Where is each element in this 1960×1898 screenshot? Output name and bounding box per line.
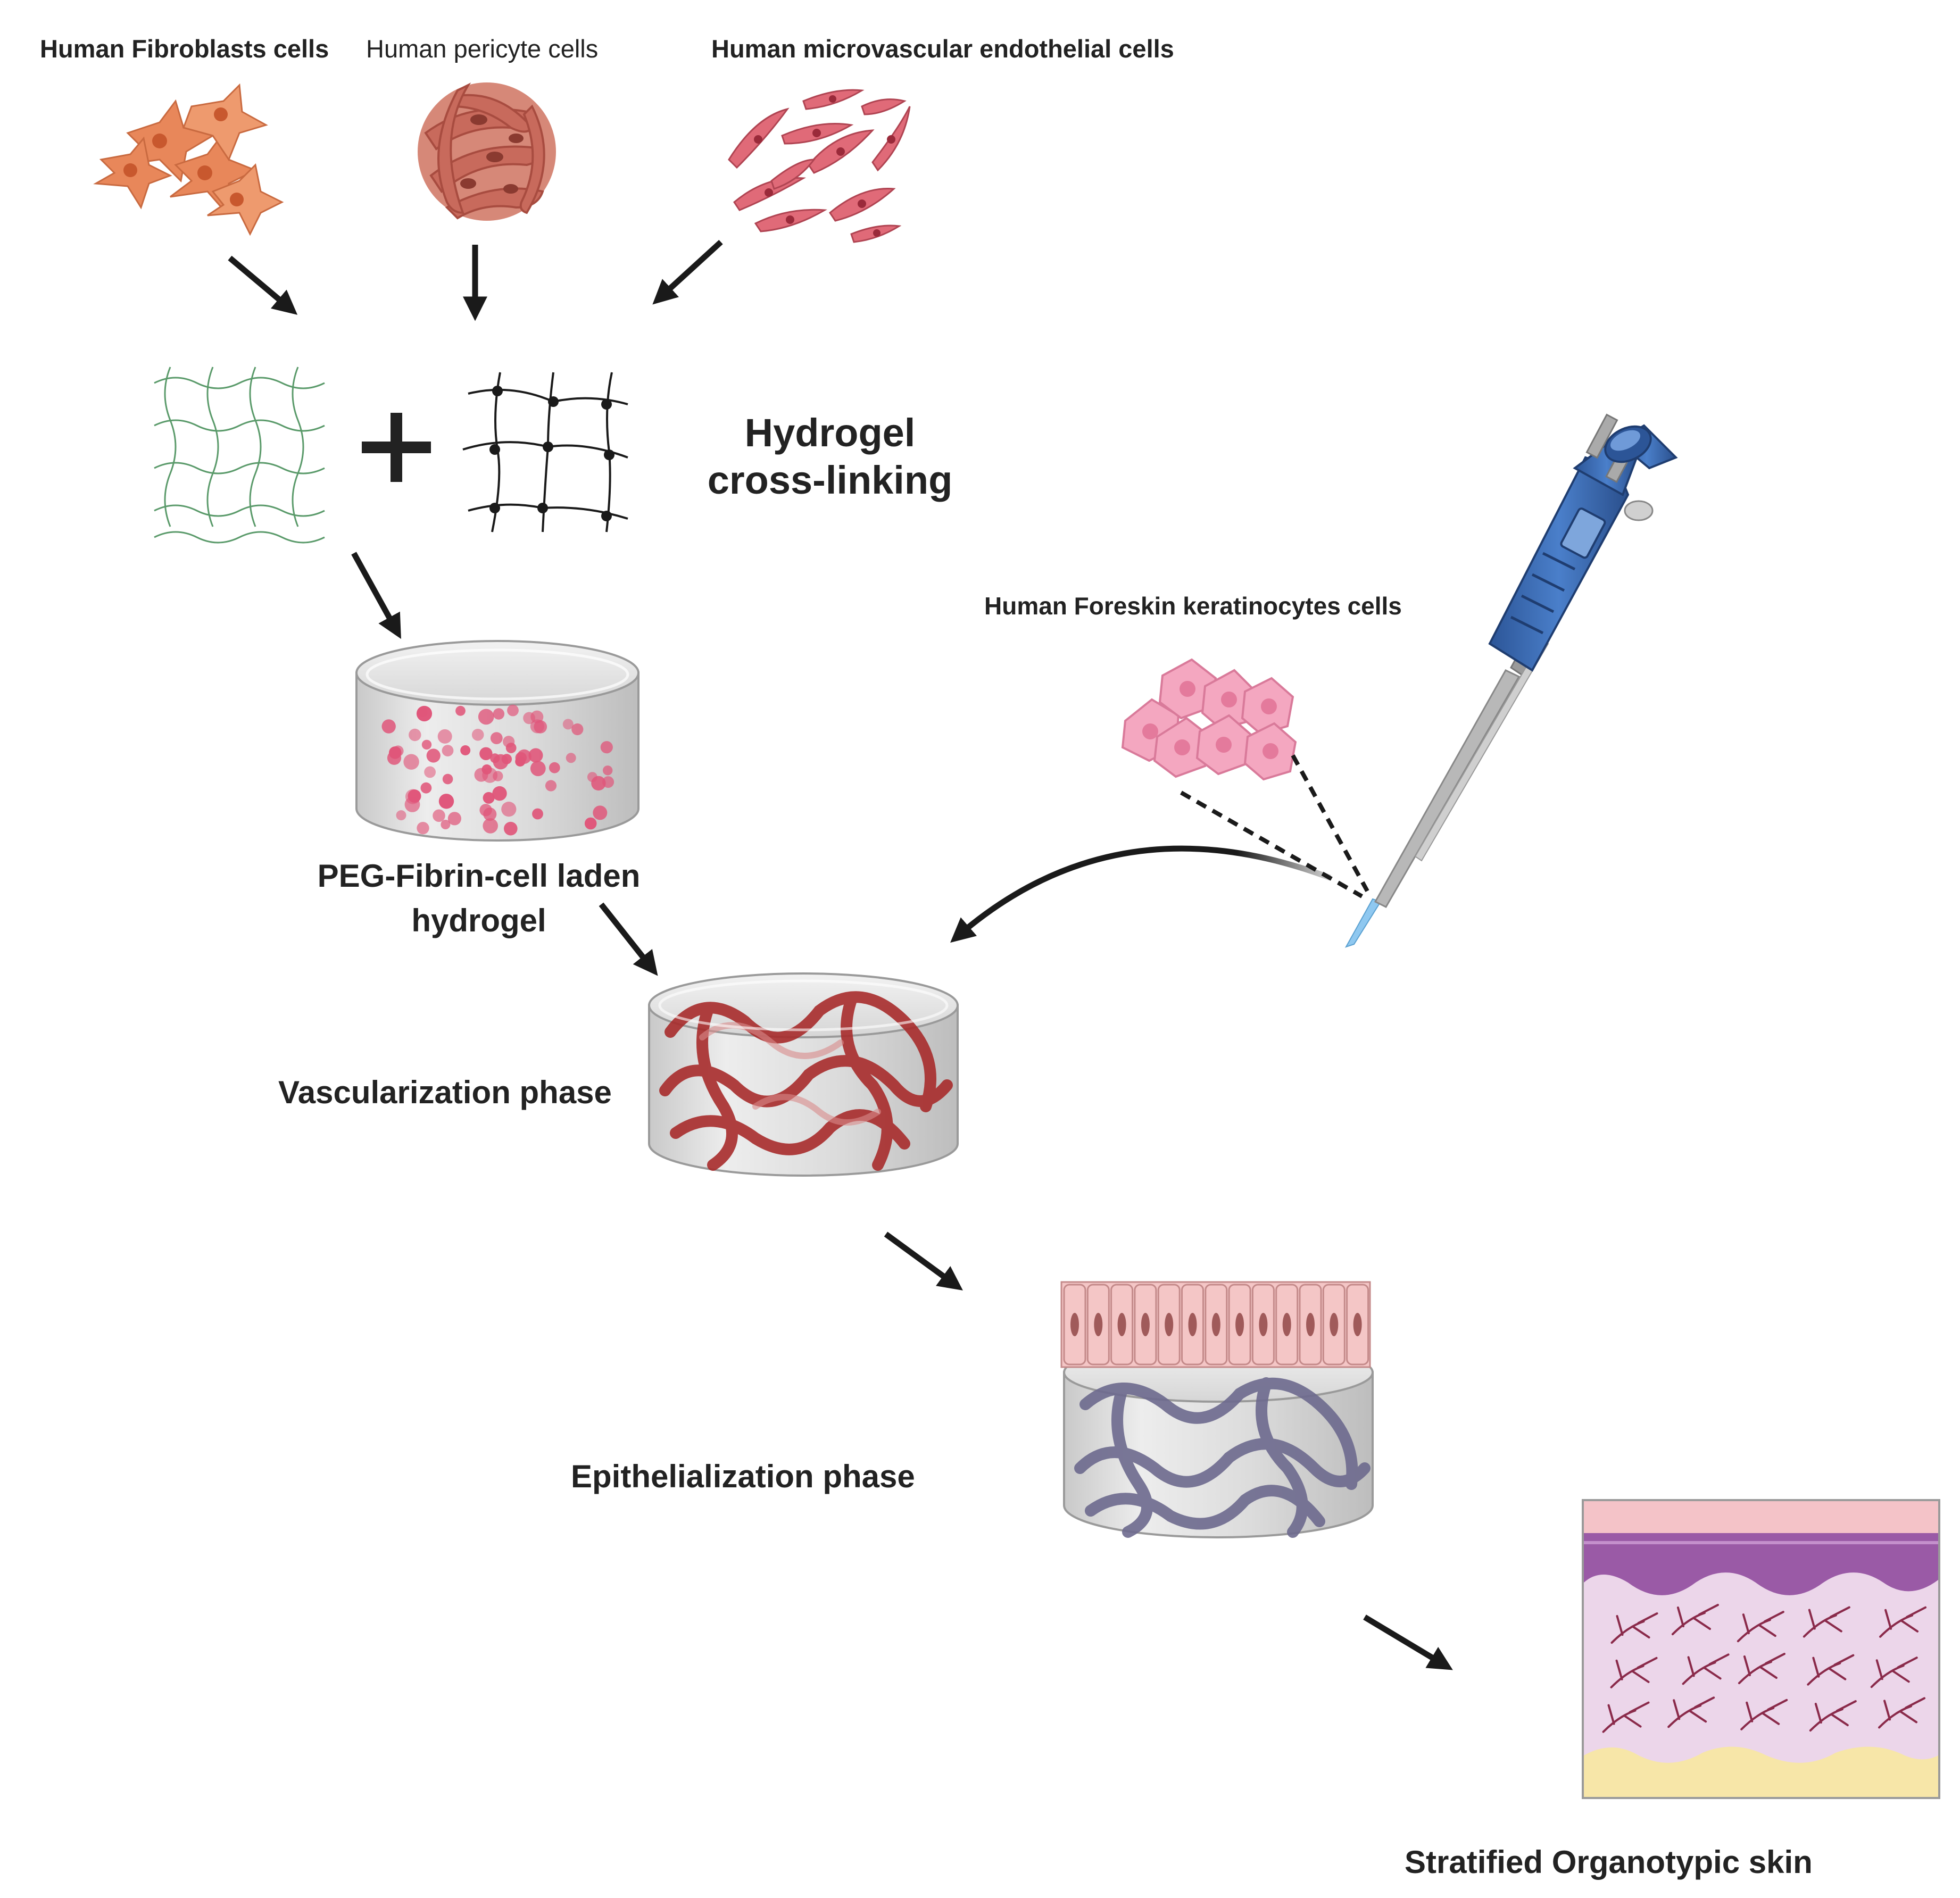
hydrogel-dish-icon xyxy=(355,640,640,842)
label-hydrogel-line1: Hydrogel xyxy=(744,411,916,455)
label-vascularization: Vascularization phase xyxy=(278,1075,612,1110)
pericyte-cells-icon xyxy=(418,82,556,221)
endothelial-cells-icon xyxy=(728,89,911,243)
fibroblast-cells-icon xyxy=(93,83,284,236)
arrow-to-epithelialization xyxy=(884,1231,963,1291)
label-fibroblasts: Human Fibroblasts cells xyxy=(40,35,329,63)
pipette-icon xyxy=(1344,413,1678,948)
arrow-to-hydrogel xyxy=(351,552,401,639)
label-peg-line2: hydrogel xyxy=(411,903,546,938)
arrow-to-stratified xyxy=(1363,1614,1453,1670)
dispense-lines xyxy=(1180,754,1369,898)
input-arrows xyxy=(228,239,723,321)
vascularized-dish-icon xyxy=(648,972,959,1177)
label-pericytes: Human pericyte cells xyxy=(366,35,599,63)
label-hydrogel-crosslinking: Hydrogel cross-linking xyxy=(670,410,990,504)
peg-mesh-icon xyxy=(462,372,628,532)
curved-seeding-arrow xyxy=(950,845,1331,943)
label-peg-line1: PEG-Fibrin-cell laden xyxy=(317,858,641,894)
label-endothelial: Human microvascular endothelial cells xyxy=(711,35,1174,63)
label-keratinocytes: Human Foreskin keratinocytes cells xyxy=(984,592,1402,620)
label-stratified: Stratified Organotypic skin xyxy=(1405,1844,1813,1880)
epithelialized-dish-icon xyxy=(1060,1281,1374,1538)
keratinocyte-cells-icon xyxy=(1121,658,1297,781)
label-peg-hydrogel: PEG-Fibrin-cell laden hydrogel xyxy=(298,854,660,943)
fibrin-mesh-icon xyxy=(154,367,325,544)
label-epithelialization: Epithelialization phase xyxy=(571,1459,915,1494)
label-hydrogel-line2: cross-linking xyxy=(707,457,953,502)
plus-icon xyxy=(362,413,431,482)
skin-section-icon xyxy=(1582,1499,1940,1799)
arrow-to-vascularization xyxy=(599,902,658,976)
